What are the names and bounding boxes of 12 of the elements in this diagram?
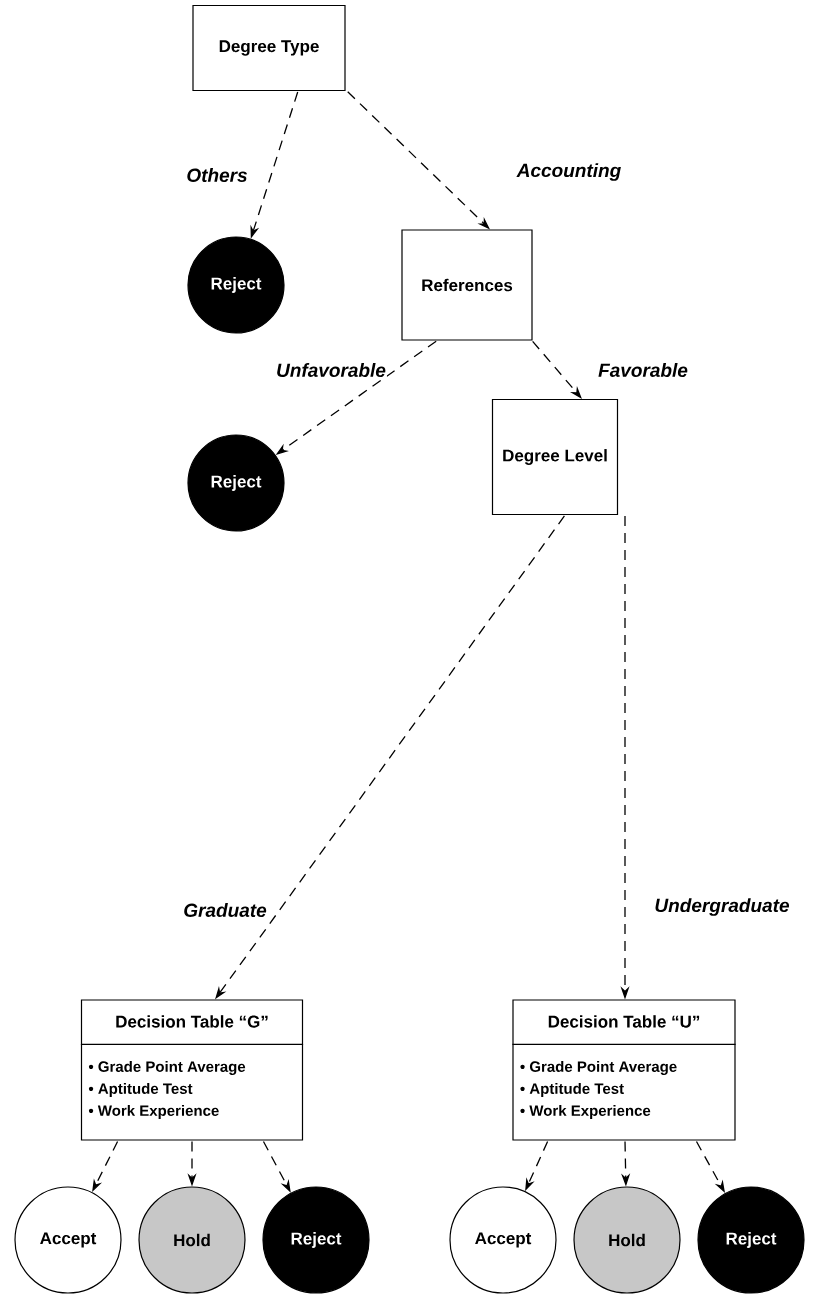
process-box: References [401, 229, 533, 341]
edge-label: Accounting [515, 162, 623, 182]
decision-table-box: Decision Table “U” • Grade Point Average • Aptitude Test • Work Experience [511, 999, 737, 1141]
edge-label: Unfavorable [275, 362, 387, 378]
process-box: Degree Type [192, 4, 346, 92]
edge-label: Others [185, 167, 249, 183]
process-box: Degree Level [491, 398, 619, 516]
arrow [532, 340, 582, 399]
decision-table-box: Decision Table “G” • Grade Point Average • Aptitude Test • Work Experience [80, 999, 304, 1141]
edge-label: Undergraduate [653, 897, 791, 917]
edge-label: Favorable [597, 362, 689, 378]
edge-label: Graduate [182, 902, 268, 918]
